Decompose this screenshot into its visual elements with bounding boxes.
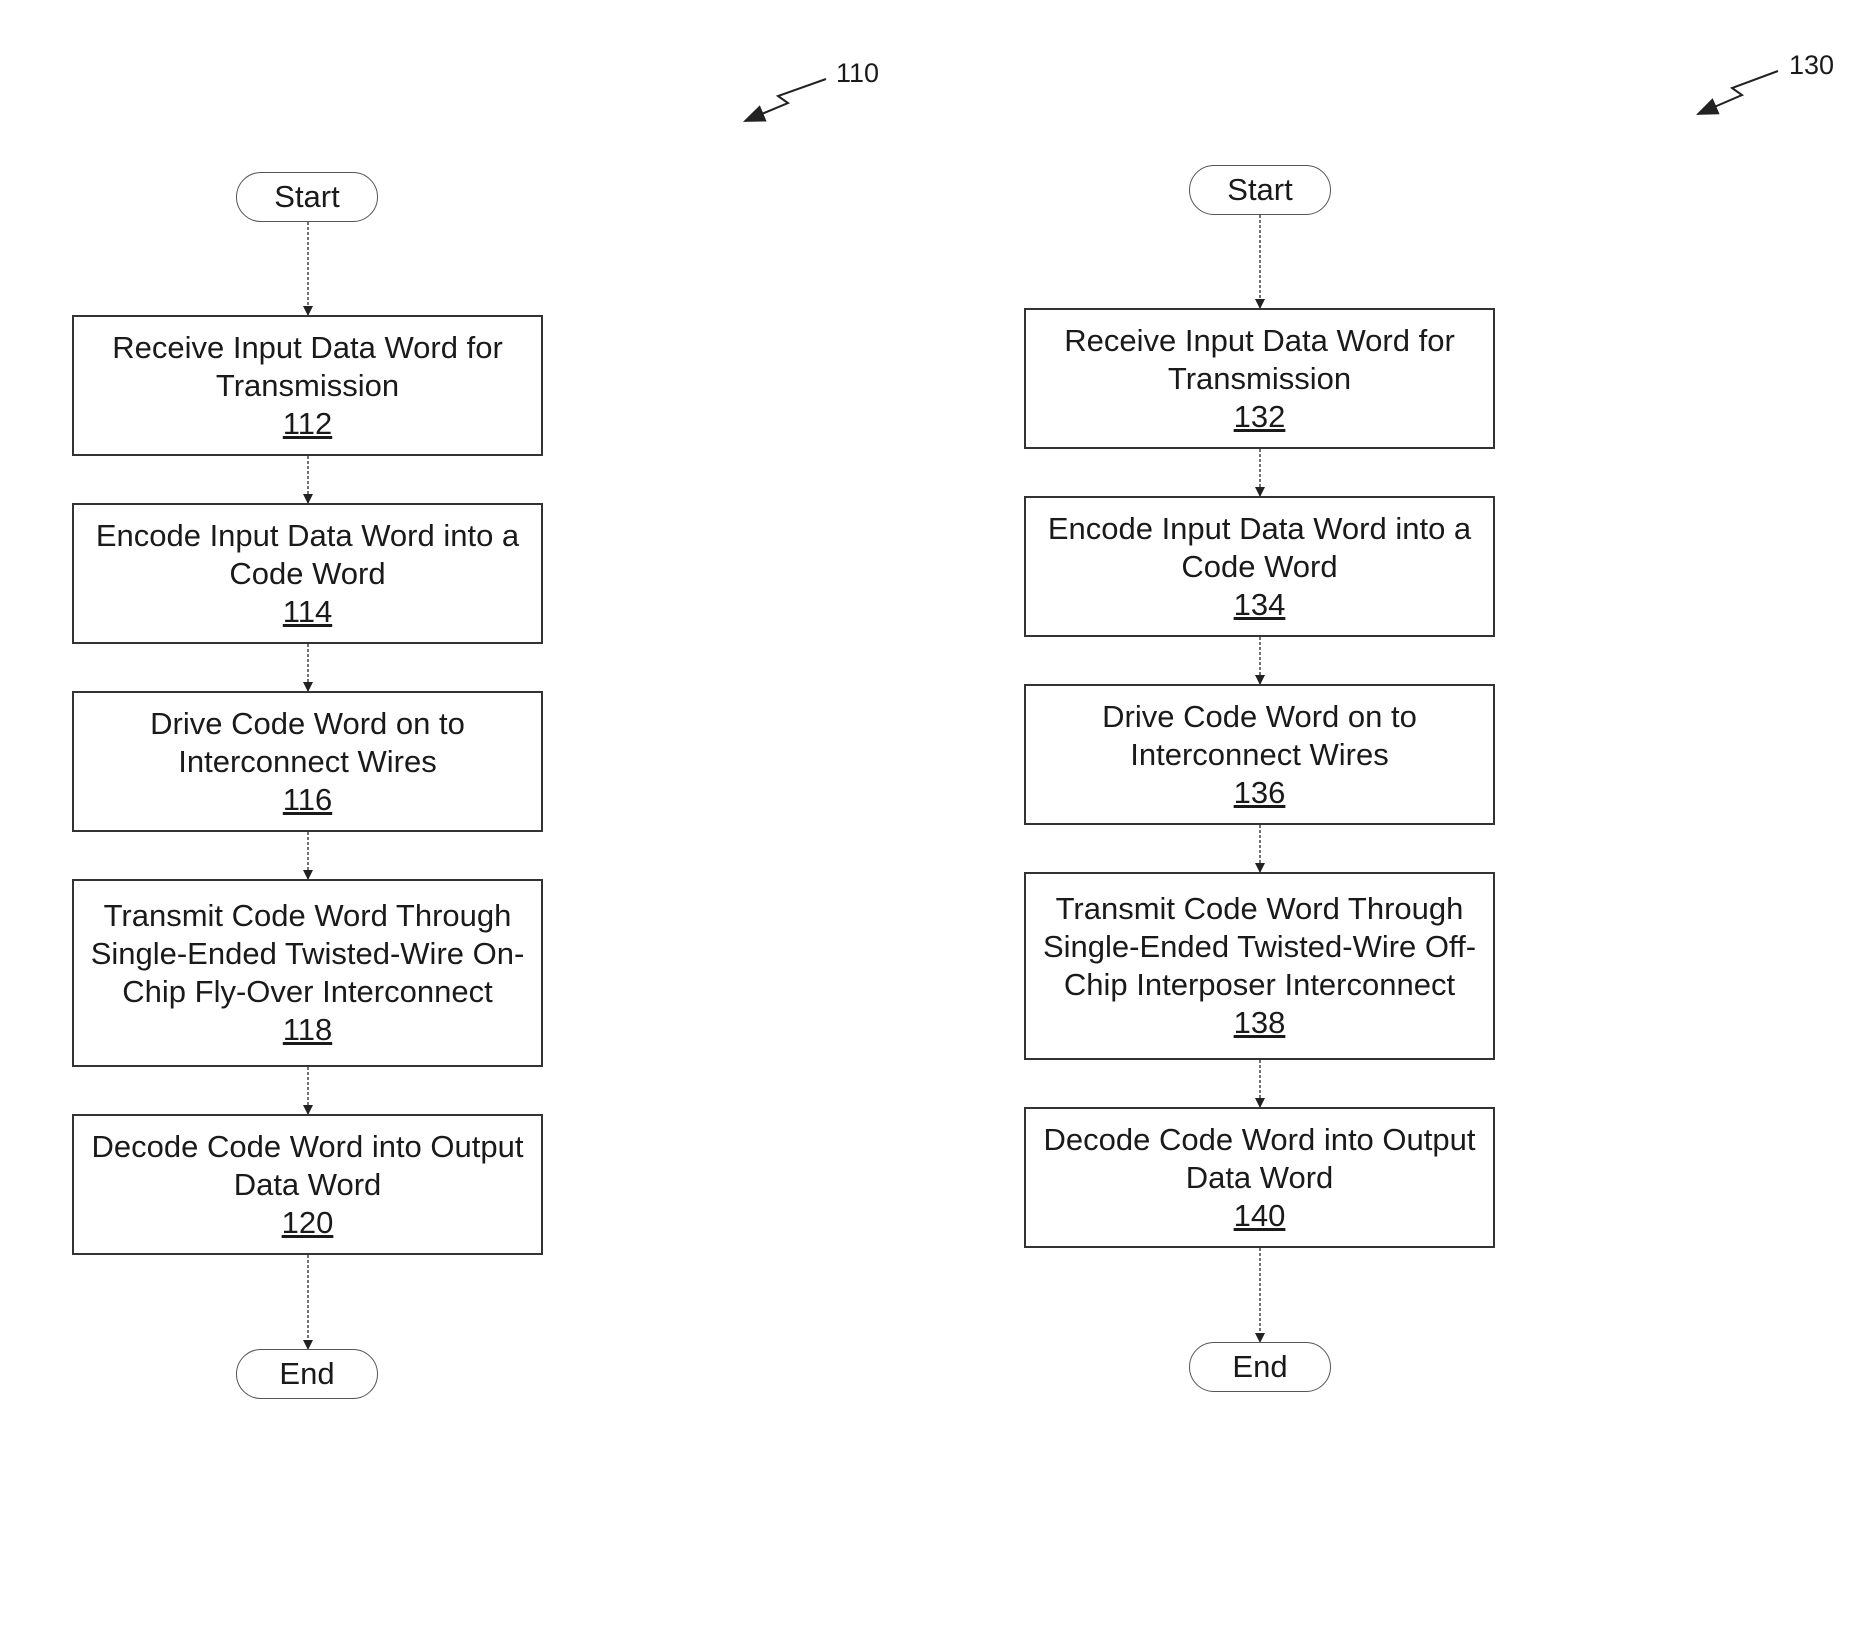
process-step-box: Drive Code Word on toInterconnect Wires1… xyxy=(1024,684,1495,825)
figure-reference-label: 110 xyxy=(836,58,879,89)
step-text-line: Encode Input Data Word into a xyxy=(1048,510,1471,548)
step-reference-number: 134 xyxy=(1234,586,1286,624)
start-terminal: Start xyxy=(1189,165,1331,215)
step-text-line: Single-Ended Twisted-Wire Off- xyxy=(1043,928,1476,966)
step-text-line: Receive Input Data Word for xyxy=(112,329,503,367)
step-reference-number: 118 xyxy=(283,1011,332,1049)
step-text-line: Transmit Code Word Through xyxy=(1056,890,1464,928)
step-text-line: Data Word xyxy=(234,1166,382,1204)
step-text-line: Data Word xyxy=(1186,1159,1334,1197)
step-text-line: Decode Code Word into Output xyxy=(1044,1121,1476,1159)
step-reference-number: 132 xyxy=(1234,398,1286,436)
step-reference-number: 140 xyxy=(1234,1197,1286,1235)
step-text-line: Code Word xyxy=(229,555,385,593)
step-reference-number: 116 xyxy=(283,781,332,819)
step-text-line: Drive Code Word on to xyxy=(150,705,465,743)
step-reference-number: 112 xyxy=(283,405,332,443)
step-text-line: Chip Fly-Over Interconnect xyxy=(122,973,492,1011)
step-reference-number: 114 xyxy=(283,593,332,631)
step-text-line: Receive Input Data Word for xyxy=(1064,322,1455,360)
figure-reference-label: 130 xyxy=(1789,50,1834,81)
step-text-line: Drive Code Word on to xyxy=(1102,698,1417,736)
step-text-line: Encode Input Data Word into a xyxy=(96,517,519,555)
start-terminal: Start xyxy=(236,172,378,222)
process-step-box: Transmit Code Word ThroughSingle-Ended T… xyxy=(1024,872,1495,1060)
process-step-box: Drive Code Word on toInterconnect Wires1… xyxy=(72,691,543,832)
step-text-line: Chip Interposer Interconnect xyxy=(1064,966,1455,1004)
process-step-box: Transmit Code Word ThroughSingle-Ended T… xyxy=(72,879,543,1067)
process-step-box: Decode Code Word into OutputData Word120 xyxy=(72,1114,543,1255)
reference-arrow xyxy=(1698,71,1778,114)
reference-arrow xyxy=(745,79,826,121)
process-step-box: Receive Input Data Word forTransmission1… xyxy=(1024,308,1495,449)
step-text-line: Interconnect Wires xyxy=(178,743,436,781)
step-reference-number: 136 xyxy=(1234,774,1286,812)
process-step-box: Encode Input Data Word into aCode Word13… xyxy=(1024,496,1495,637)
step-text-line: Decode Code Word into Output xyxy=(92,1128,524,1166)
end-terminal: End xyxy=(236,1349,378,1399)
process-step-box: Encode Input Data Word into aCode Word11… xyxy=(72,503,543,644)
step-text-line: Transmission xyxy=(216,367,399,405)
step-text-line: Interconnect Wires xyxy=(1130,736,1388,774)
end-terminal: End xyxy=(1189,1342,1331,1392)
step-text-line: Transmission xyxy=(1168,360,1351,398)
step-reference-number: 120 xyxy=(282,1204,334,1242)
step-text-line: Code Word xyxy=(1181,548,1337,586)
step-reference-number: 138 xyxy=(1234,1004,1286,1042)
step-text-line: Single-Ended Twisted-Wire On- xyxy=(91,935,525,973)
process-step-box: Receive Input Data Word forTransmission1… xyxy=(72,315,543,456)
process-step-box: Decode Code Word into OutputData Word140 xyxy=(1024,1107,1495,1248)
step-text-line: Transmit Code Word Through xyxy=(104,897,512,935)
